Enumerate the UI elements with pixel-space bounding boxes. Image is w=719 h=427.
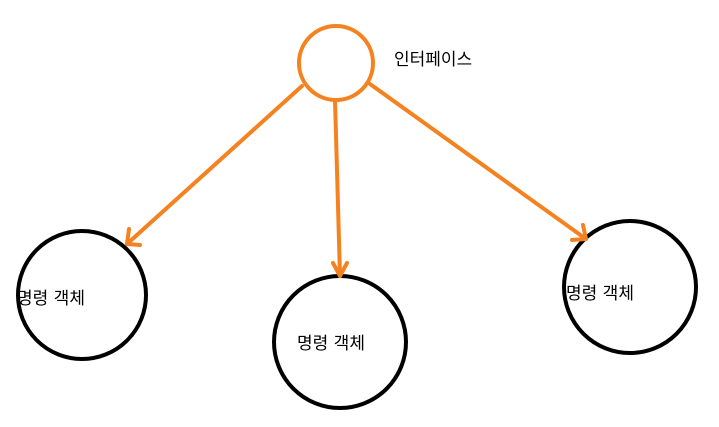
arrow-middle-head: [331, 261, 349, 278]
command-object-label-middle: 명령 객체: [297, 334, 365, 354]
arrow-left-line: [125, 84, 304, 246]
interface-label: 인터페이스: [394, 50, 473, 70]
arrow-right-line: [368, 82, 588, 241]
arrow-middle-line: [333, 98, 342, 278]
arrow-right-head: [570, 223, 588, 242]
interface-node: [297, 24, 375, 102]
command-object-label-right: 명령 객체: [566, 284, 634, 304]
arrow-left-head: [125, 227, 142, 247]
command-object-node-right: [562, 219, 698, 355]
command-object-label-left: 명령 객체: [17, 289, 85, 309]
command-object-node-left: [16, 229, 148, 361]
